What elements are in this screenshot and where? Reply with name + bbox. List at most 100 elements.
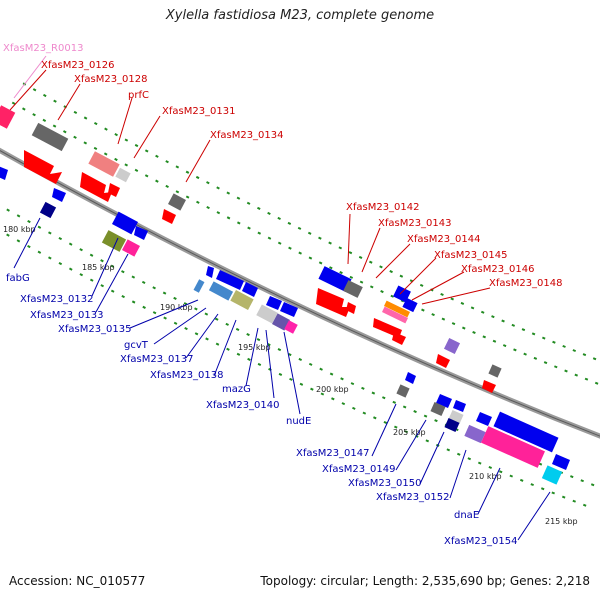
gc-dot — [165, 184, 169, 189]
gc-dot — [267, 236, 272, 240]
gc-dot — [413, 410, 417, 414]
gc-dot — [184, 326, 188, 331]
gene-label: mazG — [222, 384, 251, 395]
gc-dot — [421, 308, 425, 312]
gc-dot — [257, 362, 262, 367]
gene-label: dnaE — [454, 510, 479, 521]
gc-dot — [381, 396, 386, 400]
gc-dot — [580, 479, 584, 483]
gc-dot — [339, 271, 343, 275]
gc-dot — [582, 353, 587, 357]
gc-dot — [226, 216, 231, 220]
gc-dot — [361, 386, 365, 390]
gc-dot — [83, 116, 88, 120]
gene-label: XfasM23_0137 — [120, 354, 194, 365]
gc-dot — [456, 452, 461, 456]
gc-dot — [163, 316, 167, 320]
gc-dot — [289, 377, 293, 381]
gc-dot — [22, 107, 26, 111]
gc-dot — [297, 226, 302, 230]
gc-dots — [6, 82, 599, 507]
gc-dot — [440, 292, 444, 297]
gc-dot — [27, 244, 31, 249]
gc-dot — [68, 267, 73, 271]
gc-dot — [319, 367, 323, 371]
gc-dot — [277, 348, 282, 352]
gc-dot — [16, 239, 21, 243]
map-title: Xylella fastidiosa M23, complete genome — [165, 8, 435, 23]
gene-label: XfasM23_0146 — [461, 264, 535, 275]
gc-dot — [430, 288, 434, 292]
gc-dot — [467, 457, 472, 461]
gc-dot — [204, 312, 209, 316]
gc-dot — [185, 170, 190, 174]
topology-label: Topology: circular; Length: 2,535,690 bp… — [260, 574, 590, 588]
gc-dot — [348, 251, 353, 255]
gc-dot — [380, 290, 384, 294]
gc-dot — [341, 402, 346, 406]
gc-dot — [42, 118, 47, 123]
gc-dot — [247, 226, 251, 230]
gc-dot — [236, 196, 241, 200]
gc-dot — [155, 154, 159, 158]
gene-label: prfC — [128, 90, 149, 101]
tick-label: 185 kbp — [82, 263, 115, 272]
gc-dot — [530, 483, 534, 487]
gc-dot — [100, 259, 104, 263]
gc-dot — [68, 242, 73, 246]
gc-dot — [574, 373, 578, 377]
gc-dot — [491, 315, 495, 319]
gc-dot — [460, 301, 465, 305]
gc-dot — [390, 294, 394, 298]
gc-dot — [215, 342, 220, 346]
gc-dot — [236, 221, 241, 225]
gc-dot — [152, 311, 157, 315]
gc-dot — [16, 214, 21, 218]
gc-dot — [404, 430, 409, 434]
gc-dot — [206, 181, 210, 185]
gc-dot — [173, 321, 178, 325]
gc-dot — [27, 219, 31, 224]
gc-dot — [298, 251, 302, 255]
gene-label: XfasM23_0148 — [489, 278, 563, 289]
gc-dot — [572, 499, 576, 503]
gc-dot — [419, 283, 424, 287]
gc-dot — [502, 344, 507, 348]
gc-dot — [511, 323, 516, 327]
gc-dot — [62, 130, 67, 134]
gc-dot — [131, 300, 136, 304]
tick-label: 190 kbp — [160, 303, 193, 312]
gc-dot — [318, 236, 322, 240]
gc-dot — [434, 419, 438, 423]
gc-dot — [134, 143, 139, 148]
gc-dot — [562, 344, 566, 348]
tick-label: 215 kbp — [545, 517, 578, 526]
gene-label: XfasM23_0133 — [30, 310, 104, 321]
gc-dot — [256, 338, 261, 342]
gc-dot — [519, 478, 524, 482]
reverse-labels — [13, 217, 551, 541]
gc-dot — [114, 157, 118, 162]
gc-dot — [58, 236, 63, 241]
gc-dot — [533, 356, 538, 360]
gc-dot — [582, 503, 587, 507]
gc-dot — [48, 231, 52, 235]
gc-dot — [93, 121, 98, 126]
gc-dot — [480, 310, 485, 314]
gc-dot — [423, 414, 428, 418]
gc-dot — [32, 113, 36, 117]
gc-dot — [477, 461, 482, 465]
gc-dot — [431, 313, 435, 317]
gc-dot — [43, 93, 47, 98]
gc-dot — [329, 372, 334, 376]
gc-dot — [551, 491, 555, 495]
gc-dot — [462, 326, 466, 330]
gc-dot — [134, 168, 139, 172]
gc-dot — [32, 88, 37, 92]
gc-dot — [79, 273, 84, 277]
gc-dot — [48, 256, 52, 260]
tick-label: 210 kbp — [469, 472, 502, 481]
gc-dot — [165, 160, 169, 164]
gc-dot — [131, 275, 136, 279]
gc-dot — [310, 387, 314, 391]
